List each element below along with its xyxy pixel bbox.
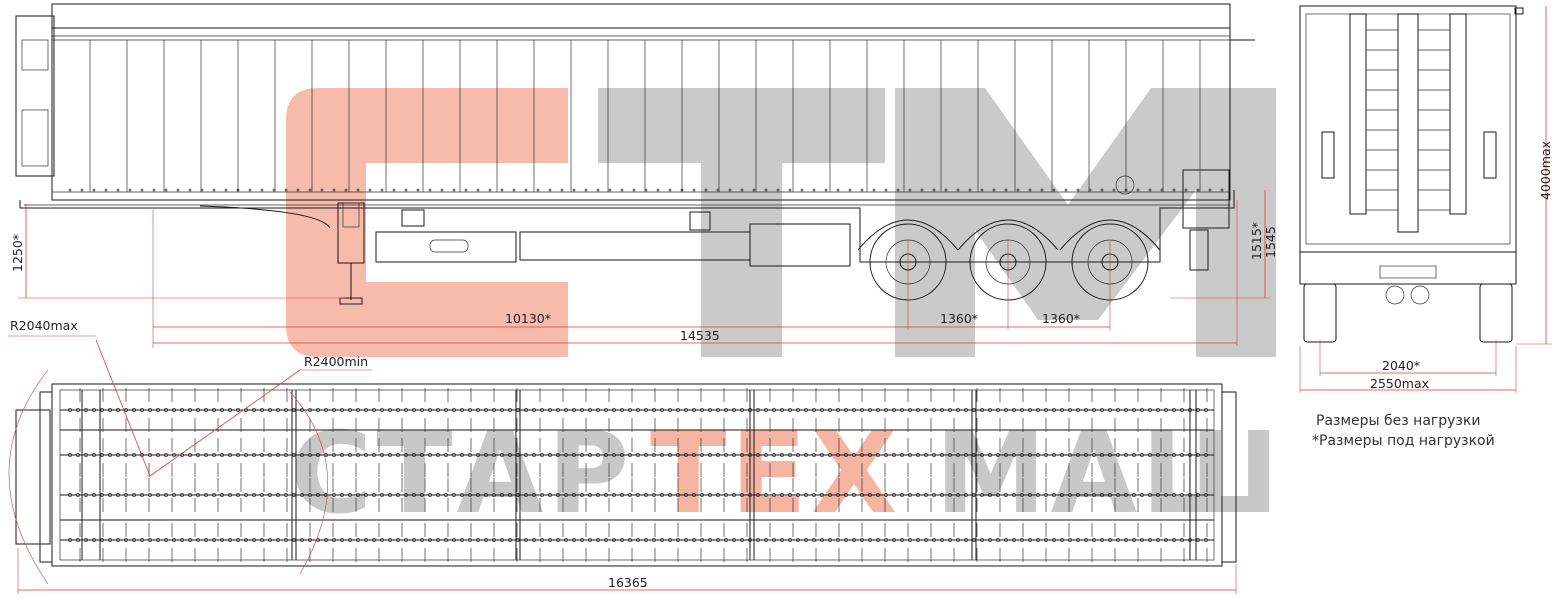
side-body (51, 27, 1231, 201)
dim-axle-spacing-1: 1360* (940, 311, 978, 326)
dim-kingpin-to-rear: 14535 (680, 328, 720, 343)
side-front-panel (15, 15, 55, 177)
rear-view-dimensions: 4000max 2040* 2550max (1299, 6, 1553, 393)
dim-total-width: 2550max (1370, 376, 1429, 391)
side-box (375, 231, 517, 263)
notes: Размеры без нагрузки *Размеры под нагруз… (1312, 413, 1495, 449)
side-view (15, 3, 1255, 305)
dim-front-height: 1250* (10, 234, 25, 272)
dim-front-swing-radius: R2040max (10, 318, 78, 333)
wordmark-part-1: СТАР (290, 409, 633, 539)
side-roof (51, 3, 1231, 29)
dim-kingpin-to-axle: 10130* (505, 311, 551, 326)
dim-total-height: 4000max (1538, 141, 1553, 200)
top-view (8, 339, 1237, 585)
side-view-dimensions: 1250* 10130* 1360* 1360* 14535 1515* 154… (10, 190, 1278, 348)
watermark-letter-t (598, 88, 885, 357)
dim-track-width: 2040* (1382, 358, 1420, 373)
top-view-dimensions: R2040max R2400min 16365 (8, 318, 1237, 594)
dim-turn-radius: R2400min (304, 354, 368, 369)
dim-rear-height-loaded: 1515* (1249, 222, 1264, 260)
rear-body (1299, 5, 1517, 253)
watermark-logo (286, 88, 1276, 357)
wordmark-part-2: ТЕХ (650, 409, 901, 539)
watermark-letter-c (286, 88, 568, 357)
dim-axle-spacing-2: 1360* (1042, 311, 1080, 326)
note-loaded: *Размеры под нагрузкой (1312, 433, 1495, 449)
top-front-panel (15, 409, 51, 545)
rear-view (1299, 5, 1524, 343)
side-chassis (19, 190, 1235, 263)
dim-rear-height: 1545 (1263, 226, 1278, 258)
watermark-letter-m (895, 88, 1276, 357)
note-unloaded: Размеры без нагрузки (1316, 413, 1480, 429)
rear-bumper (1299, 251, 1517, 285)
dim-overall-length: 16365 (608, 575, 648, 590)
